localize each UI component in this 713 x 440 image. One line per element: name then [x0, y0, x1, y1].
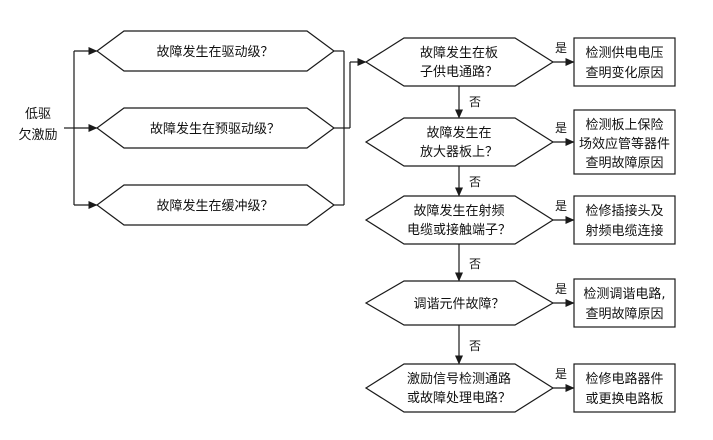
action-check-tuning-circuit [573, 278, 676, 328]
decision-board-supply-text-1: 故障发生在板 [420, 45, 498, 61]
action-repair-or-replace-board-line2: 或更换电路板 [585, 391, 663, 407]
action-check-supply-voltage [573, 37, 676, 87]
action-check-board-components-line1: 检测板上保险 [585, 118, 663, 133]
action-repair-rf-connectors-line1: 检修插接头及 [585, 203, 663, 219]
decision-buffer-stage [95, 184, 336, 226]
start-label-line1: 低驱 [25, 107, 51, 122]
decision-tuning-component-text: 调谐元件故障？ [413, 297, 504, 312]
action-check-tuning-circuit-line1: 检测调谐电路, [583, 286, 665, 302]
action-check-supply-voltage-line2: 查明变化原因 [585, 65, 663, 81]
yes-label-2: 是 [555, 121, 567, 135]
yes-label-3: 是 [555, 199, 567, 213]
decision-buffer-stage-text: 故障发生在缓冲级？ [156, 198, 273, 214]
action-repair-rf-connectors [573, 195, 676, 245]
decision-amplifier-board-text-1: 故障发生在 [426, 125, 491, 141]
no-label-3: 否 [469, 257, 481, 271]
decision-excitation-path-text-2: 或故障处理电路？ [407, 390, 511, 406]
decision-excitation-path-text-1: 激励信号检测通路 [407, 371, 511, 387]
decision-predrive-stage [95, 107, 336, 149]
decision-amplifier-board-text-2: 放大器板上？ [420, 145, 498, 160]
decision-board-supply-text-2: 子供电通路？ [420, 64, 498, 80]
action-check-supply-voltage-line1: 检测供电电压 [585, 46, 663, 61]
action-check-tuning-circuit-line2: 查明故障原因 [585, 307, 663, 322]
action-repair-or-replace-board-line1: 检修电路器件 [585, 371, 663, 387]
no-label-4: 否 [469, 339, 481, 353]
action-repair-or-replace-board [573, 363, 676, 413]
start-label-line2: 欠激励 [18, 127, 57, 143]
decision-drive-stage [95, 30, 336, 72]
decision-rf-cable-text-1: 故障发生在射频 [413, 203, 504, 219]
no-label-1: 否 [469, 95, 481, 109]
yes-label-4: 是 [555, 282, 567, 296]
yes-label-1: 是 [555, 41, 567, 55]
no-label-2: 否 [469, 175, 481, 189]
action-check-board-components [573, 109, 676, 175]
decision-drive-stage-text: 故障发生在驱动级？ [156, 44, 273, 60]
action-repair-rf-connectors-line2: 射频电缆连接 [585, 223, 663, 239]
decision-rf-cable-text-2: 电缆或接触端子？ [407, 222, 511, 238]
action-check-board-components-line2: 场效应管等器件 [579, 136, 670, 152]
yes-label-5: 是 [555, 367, 567, 381]
decision-predrive-stage-text: 故障发生在预驱动级？ [150, 121, 280, 137]
action-check-board-components-line3: 查明故障原因 [585, 156, 663, 171]
